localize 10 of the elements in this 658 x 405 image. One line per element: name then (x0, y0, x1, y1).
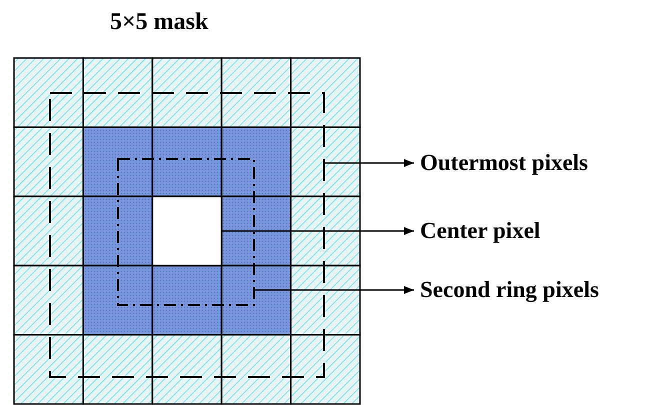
leader-line (254, 286, 414, 294)
callout-label: Outermost pixels (420, 151, 588, 174)
leader-line (324, 159, 414, 167)
title: 5×5 mask (110, 10, 208, 34)
callout-label: Second ring pixels (420, 278, 599, 301)
dash-dot-outline (117, 158, 255, 306)
center-pixel-square (152, 196, 222, 266)
dashed-outline (49, 92, 325, 378)
leader-line (222, 227, 414, 235)
callout-label: Center pixel (420, 219, 540, 242)
